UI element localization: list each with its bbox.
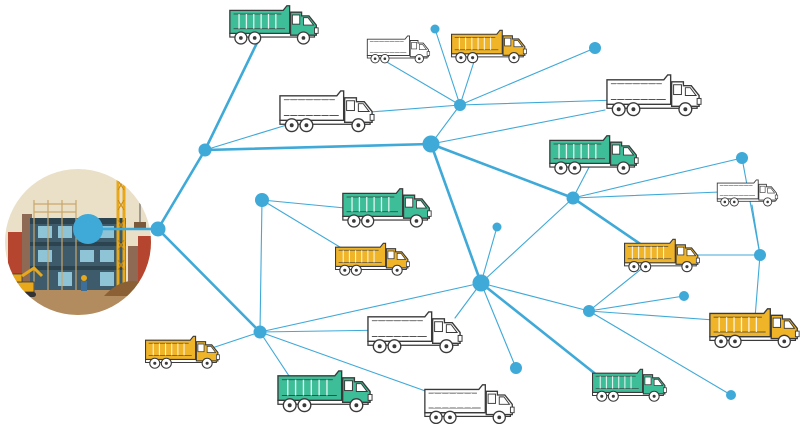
- dump-truck-icon: [145, 335, 220, 369]
- network-link: [572, 157, 743, 199]
- network-link: [459, 99, 619, 106]
- network-node-icon: [422, 135, 440, 153]
- dump-truck-icon: [624, 238, 700, 273]
- network-link: [572, 191, 721, 199]
- dump-truck-icon: [549, 135, 639, 175]
- network-node-icon: [472, 274, 490, 292]
- network-link: [754, 254, 761, 319]
- dump-truck-icon: [451, 29, 527, 64]
- network-link: [261, 199, 346, 209]
- network-node-icon: [492, 222, 502, 232]
- dump-truck-icon: [606, 74, 702, 117]
- network-link: [434, 28, 461, 106]
- network-link: [480, 226, 498, 284]
- network-link-main: [479, 281, 600, 378]
- dump-truck-icon: [277, 370, 373, 413]
- dump-truck-icon: [366, 35, 431, 64]
- dump-truck-icon: [335, 242, 410, 276]
- dump-truck-icon: [229, 5, 319, 45]
- network-link: [588, 295, 685, 312]
- network-node-icon: [679, 291, 689, 301]
- network-link: [588, 261, 651, 312]
- network-link: [369, 104, 461, 113]
- dump-truck-icon: [716, 179, 779, 207]
- network-node-icon: [430, 24, 440, 34]
- network-link: [204, 123, 291, 151]
- dump-truck-icon: [367, 311, 463, 354]
- network-node-icon: [150, 221, 166, 237]
- network-node-icon: [566, 191, 580, 205]
- dump-truck-icon: [424, 384, 515, 425]
- dump-truck-icon: [342, 188, 432, 228]
- network-link: [259, 282, 482, 333]
- network-link: [259, 331, 446, 399]
- dump-truck-icon: [709, 308, 800, 349]
- network-node-icon: [736, 152, 748, 164]
- network-node-icon: [73, 214, 103, 244]
- network-link-main: [156, 148, 207, 231]
- network-links-thin: [199, 28, 761, 399]
- network-link: [379, 57, 461, 106]
- network-node-icon: [253, 325, 267, 339]
- network-link: [480, 282, 517, 369]
- network-link: [741, 157, 761, 256]
- construction-site-icon: [5, 169, 151, 315]
- network-link: [588, 310, 732, 396]
- network-node-icon: [754, 249, 766, 261]
- network-link: [480, 197, 574, 284]
- network-link-main: [429, 142, 575, 200]
- network-link-main: [203, 142, 433, 152]
- network-node-icon: [726, 390, 736, 400]
- network-node-icon: [583, 305, 595, 317]
- network-node-icon: [198, 143, 212, 157]
- dump-truck-icon: [592, 368, 667, 402]
- network-node-icon: [255, 193, 269, 207]
- node-layer: [73, 24, 766, 400]
- dump-truck-icon: [279, 90, 375, 133]
- network-node-icon: [589, 42, 601, 54]
- network-node-icon: [454, 99, 466, 111]
- network-link-main: [429, 142, 483, 285]
- network-link: [459, 47, 596, 106]
- network-link: [430, 109, 606, 145]
- network-link: [480, 282, 590, 312]
- network-link-main: [156, 227, 262, 334]
- network-node-icon: [510, 362, 522, 374]
- network-link: [259, 199, 263, 333]
